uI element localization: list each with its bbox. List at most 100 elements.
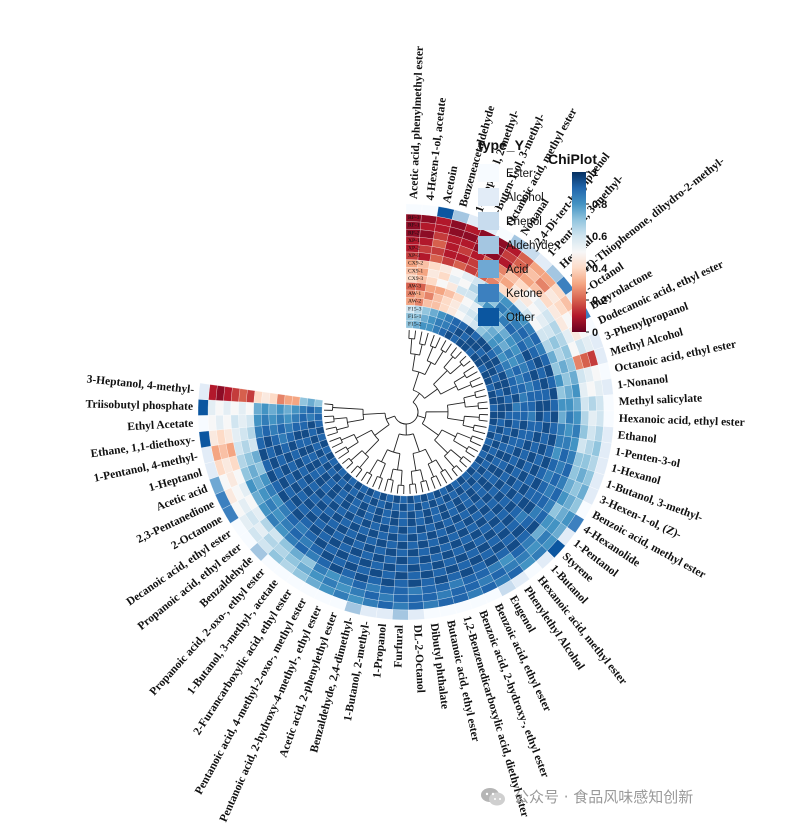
type-cell [603,394,615,412]
type-cell [408,609,425,621]
heat-cell [407,563,421,573]
heat-cell [268,392,278,405]
heat-cell [387,532,398,542]
heat-cell [399,495,408,504]
heat-cell [253,414,262,427]
heat-cell [417,539,430,549]
heatmap-cells [207,213,605,611]
heat-cell [407,540,419,550]
heat-cell [314,399,323,407]
heat-cell [269,424,279,436]
heat-cell [565,410,574,425]
legend-swatch [478,284,499,302]
type-cell [601,426,614,444]
heat-cell [407,578,422,588]
type-cell [197,399,209,416]
heat-cell [299,421,309,431]
type-cell [405,203,423,215]
heat-cell [407,525,418,535]
heat-cell [588,395,597,412]
type-cell [421,204,439,217]
heat-cell [284,422,294,434]
heat-cell [382,562,396,572]
compound-label: DL-2-Octanol [411,624,426,693]
heat-cell [595,410,605,427]
heat-cell [504,402,513,412]
heat-cell [393,586,409,595]
heat-cell [230,387,241,402]
heat-cell [215,414,225,431]
colorbar-title: ChiPlot [548,151,597,167]
heat-cell [291,404,300,415]
heat-cell [306,405,315,414]
watermark-text: 公众号 · 食品风味感知创新 [514,788,694,806]
compound-label: 3-Heptanol, 4-methyl- [86,373,195,396]
compound-label: 1-Propanol [371,623,389,679]
heat-cell [533,389,543,402]
heat-cell [503,419,513,429]
compound-label: Methyl salicylate [619,392,703,408]
heat-cell [314,413,323,421]
heat-cell [503,394,513,404]
sample-label: F15-3 [408,306,422,312]
heat-cell [588,410,597,426]
sample-label: XP-2 [408,245,420,251]
heat-cell [230,401,239,416]
heat-cell [398,510,408,519]
heat-cell [526,390,536,402]
heat-cell [223,414,232,430]
heat-cell [381,570,396,580]
legend-label: Ketone [506,288,542,300]
heat-cell [511,393,521,404]
heat-cell [314,406,323,414]
colorbar-gradient [572,172,586,332]
heat-cell [276,413,285,425]
heat-cell [397,533,408,542]
heat-cell [215,400,224,416]
sample-label: XP-1 [408,238,420,244]
heat-cell [550,411,559,424]
sample-label: F15-1 [408,314,422,320]
heat-cell [542,399,551,412]
sample-label: AW-2 [408,299,421,305]
heat-cell [261,414,270,426]
legend-swatch [478,188,499,206]
heat-cell [407,548,420,557]
heat-cell [253,390,263,404]
type-legend: type_YEsterAlcoholPhenolAldehydeAcidKeto… [478,137,554,326]
heat-cell [307,420,316,430]
heat-cell [394,571,409,580]
heat-cell [407,571,422,580]
heat-cell [541,421,551,434]
heat-cell [557,398,567,412]
heat-cell [418,547,431,557]
heat-cell [238,414,247,429]
watermark: 公众号 · 食品风味感知创新 [480,786,693,807]
legend-label: Ester [506,168,533,180]
heat-cell [504,411,513,420]
heat-cell [526,420,536,432]
heat-cell [268,403,277,415]
heat-cell [396,541,408,550]
heat-cell [253,402,262,415]
heat-cell [384,547,397,557]
compound-label: Hexanoic acid, ethyl ester [619,413,745,429]
sample-label: CX9-2 [408,261,423,267]
compound-label: Furfural [393,625,406,668]
heat-cell [245,402,255,415]
heat-cell [407,593,424,603]
heat-cell [246,389,256,403]
sample-label: RF-1 [408,223,420,229]
heat-cell [284,394,293,406]
heat-cell [489,404,498,412]
heat-cell [388,525,399,534]
heat-cell [595,395,605,412]
wechat-icon [481,787,505,805]
heat-cell [397,526,408,535]
colorbar-tick-label: 0.8 [592,199,607,211]
type-cell [423,607,441,620]
heat-cell [261,391,271,404]
heat-cell [488,397,498,406]
legend-swatch [478,260,499,278]
heat-cell [283,404,292,415]
